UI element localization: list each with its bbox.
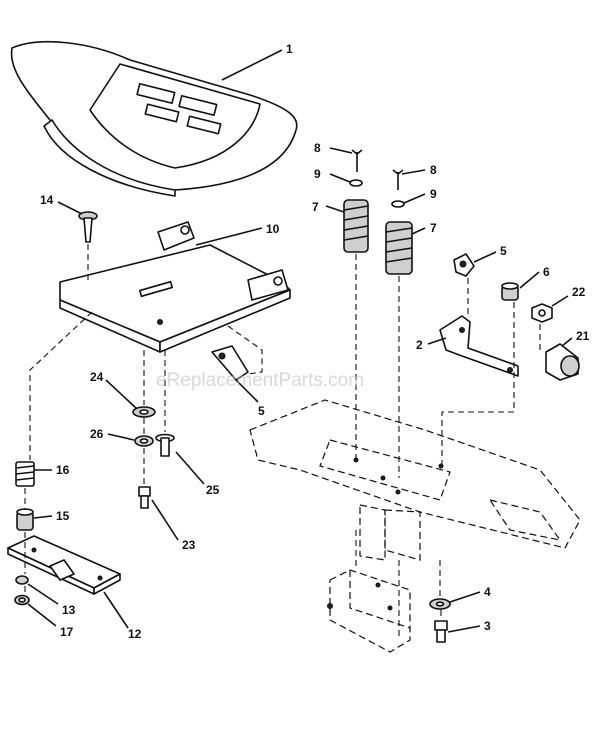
tractor-frame-phantom [249, 399, 581, 561]
callout-12: 12 [128, 627, 142, 641]
bolt-3 [434, 620, 448, 643]
spring-7-left [343, 199, 369, 253]
callout-3: 3 [484, 619, 491, 633]
callout-8-left: 8 [314, 141, 321, 155]
callout-1: 1 [286, 42, 293, 56]
bolt-23 [138, 486, 151, 509]
assembly-lines [24, 244, 541, 640]
callout-labels: 1 14 10 8 9 7 8 9 7 5 6 22 2 21 24 5 26 … [40, 42, 590, 641]
watermark: eReplacementParts.com [156, 370, 364, 391]
bolt-25 [155, 433, 175, 457]
callout-8-right: 8 [430, 163, 437, 177]
callout-23: 23 [182, 538, 196, 552]
callout-2: 2 [416, 338, 423, 352]
callout-7-right: 7 [430, 221, 437, 235]
callout-22: 22 [572, 285, 586, 299]
seat [10, 40, 298, 197]
nut-17 [14, 594, 30, 606]
bushing-6 [501, 282, 519, 301]
callout-15: 15 [56, 509, 70, 523]
callout-5-lower: 5 [258, 404, 265, 418]
washer-26 [134, 435, 154, 447]
callout-10: 10 [266, 222, 280, 236]
callout-4: 4 [484, 585, 491, 599]
washer-24 [132, 406, 156, 418]
seat-latch-lower [211, 345, 249, 381]
callout-16: 16 [56, 463, 70, 477]
bushing-15 [16, 508, 34, 531]
seat-mount-pedestal [327, 569, 411, 653]
nut-22 [531, 303, 553, 323]
callout-6: 6 [543, 265, 550, 279]
callout-24: 24 [90, 370, 104, 384]
leader-lines [27, 49, 573, 633]
callout-26: 26 [90, 427, 104, 441]
bracket-2 [439, 315, 519, 377]
washer-9-right [391, 200, 405, 208]
pin-8-left [351, 149, 363, 172]
spring-7-right [385, 221, 413, 275]
callout-17: 17 [60, 625, 74, 639]
pin-8-right [392, 169, 404, 190]
washer-4 [429, 598, 451, 610]
spring-16 [15, 461, 35, 487]
callout-14: 14 [40, 193, 54, 207]
callout-21: 21 [576, 329, 590, 343]
callout-25: 25 [206, 483, 220, 497]
slide-track [7, 535, 121, 595]
callout-9-left: 9 [314, 167, 321, 181]
callout-7-left: 7 [312, 200, 319, 214]
seat-pan [59, 221, 291, 353]
knob-bolt [78, 211, 98, 243]
seat-latch-upper [453, 253, 475, 277]
washer-9-left [349, 179, 363, 187]
callout-9-right: 9 [430, 187, 437, 201]
callout-5-upper: 5 [500, 244, 507, 258]
knob-21 [545, 343, 580, 381]
washer-13 [15, 575, 29, 585]
callout-13: 13 [62, 603, 76, 617]
